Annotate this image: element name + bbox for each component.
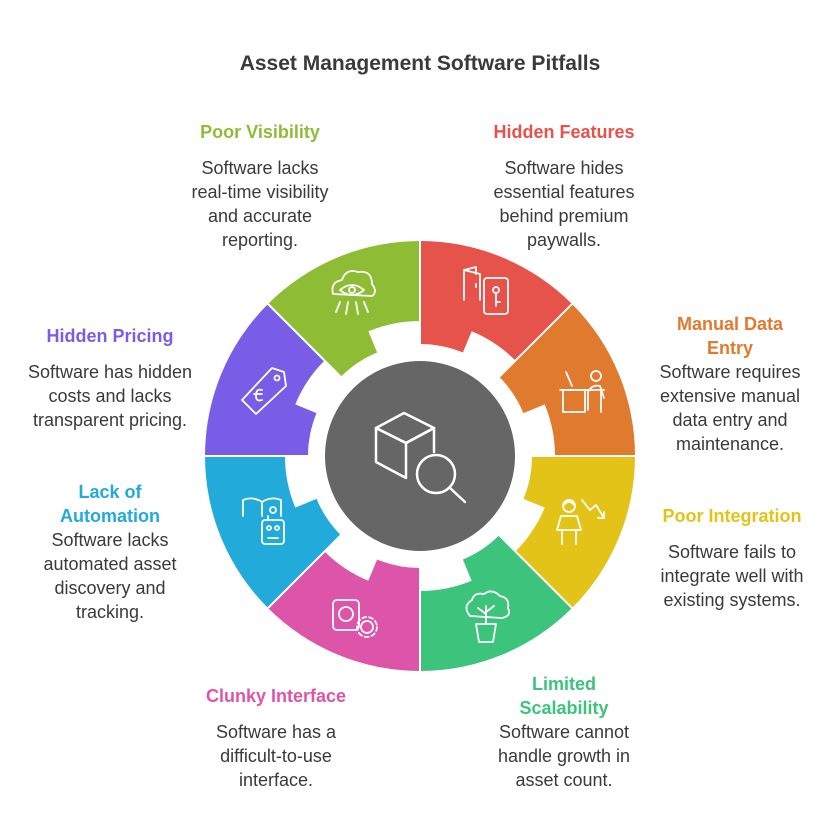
heading-poor-integration: Poor Integration <box>662 506 802 526</box>
diagram-title: Asset Management Software Pitfalls <box>239 52 601 75</box>
description-hidden-features: Software hides essential features behind… <box>493 158 635 250</box>
segment-tab <box>523 456 557 509</box>
segment-tab <box>462 535 517 582</box>
segment-tab <box>294 498 341 553</box>
segment-hidden-pricing <box>205 303 325 456</box>
heading-hidden-pricing: Hidden Pricing <box>46 326 174 346</box>
box-search-icon <box>374 411 467 504</box>
segment-tab <box>323 330 378 377</box>
plug-gear-icon <box>332 599 378 638</box>
description-poor-integration: Software fails to integrate well with ex… <box>660 542 804 610</box>
label-lack-of-automation: Lack of Automation Software lacks automa… <box>0 480 220 624</box>
description-hidden-pricing: Software has hidden costs and lacks tran… <box>27 362 193 430</box>
book-robot-icon <box>242 497 285 545</box>
segment-tab <box>283 403 317 456</box>
label-manual-data-entry: Manual Data Entry Software requires exte… <box>620 312 840 456</box>
segment-tab <box>367 559 420 593</box>
price-tag-icon <box>241 367 287 415</box>
description-manual-data-entry: Software requires extensive manual data … <box>659 362 801 454</box>
potted-tree-icon <box>465 590 511 643</box>
segment-lack-of-automation <box>205 456 325 609</box>
heading-clunky-interface: Clunky Interface <box>205 686 347 706</box>
center-hub <box>325 361 515 551</box>
person-desk-icon <box>559 370 605 413</box>
segment-divider <box>265 533 343 611</box>
cloud-eye-icon <box>331 270 376 315</box>
segment-divider <box>497 533 575 611</box>
description-clunky-interface: Software has a difficult-to-use interfac… <box>215 722 337 790</box>
label-clunky-interface: Clunky Interface Software has a difficul… <box>166 684 386 792</box>
door-key-icon <box>463 266 509 315</box>
label-hidden-pricing: Hidden Pricing Software has hidden costs… <box>0 324 220 432</box>
heading-lack-of-automation: Lack of Automation <box>60 482 160 526</box>
description-poor-visibility: Software lacks real-time visibility and … <box>191 158 329 250</box>
segment-manual-data-entry <box>515 303 635 456</box>
segment-tab <box>499 359 546 414</box>
segment-divider <box>265 301 343 379</box>
label-hidden-features: Hidden Features Software hides essential… <box>454 120 674 252</box>
segment-divider <box>497 301 575 379</box>
label-limited-scalability: Limited Scalability Software cannot hand… <box>454 672 674 792</box>
heading-limited-scalability: Limited Scalability <box>519 674 609 718</box>
heading-hidden-features: Hidden Features <box>493 122 635 142</box>
heading-manual-data-entry: Manual Data Entry <box>676 314 784 358</box>
label-poor-visibility: Poor Visibility Software lacks real-time… <box>150 120 370 252</box>
segment-tab <box>420 319 473 353</box>
label-poor-integration: Poor Integration Software fails to integ… <box>622 504 840 612</box>
segment-poor-visibility <box>267 241 420 361</box>
segment-limited-scalability <box>420 551 573 671</box>
segment-clunky-interface <box>267 551 420 671</box>
heading-poor-visibility: Poor Visibility <box>200 122 320 142</box>
description-lack-of-automation: Software lacks automated asset discovery… <box>43 530 177 622</box>
person-decline-icon <box>556 499 605 545</box>
description-limited-scalability: Software cannot handle growth in asset c… <box>497 722 631 790</box>
